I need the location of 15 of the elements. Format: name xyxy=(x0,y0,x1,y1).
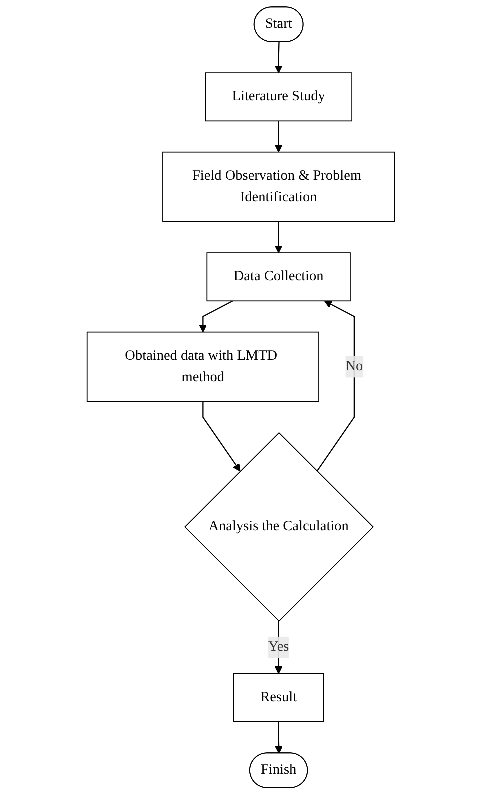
arrow xyxy=(202,402,241,472)
node-box: Obtained data with LMTD method xyxy=(86,332,320,402)
node-box: Data Collection xyxy=(206,252,351,302)
node-box: Literature Study xyxy=(205,72,352,122)
arrow xyxy=(274,121,283,153)
node-box: Field Observation & Problem Identification xyxy=(162,152,396,222)
arrow xyxy=(275,722,283,754)
node-box: Result xyxy=(233,673,324,722)
arrow xyxy=(274,42,283,74)
edge-label: No xyxy=(346,359,364,374)
node-diamond: Analysis the Calculation xyxy=(184,432,374,622)
arrow xyxy=(199,300,234,333)
arrow xyxy=(316,300,356,472)
edge-label: Yes xyxy=(268,640,290,655)
arrow xyxy=(274,222,283,254)
